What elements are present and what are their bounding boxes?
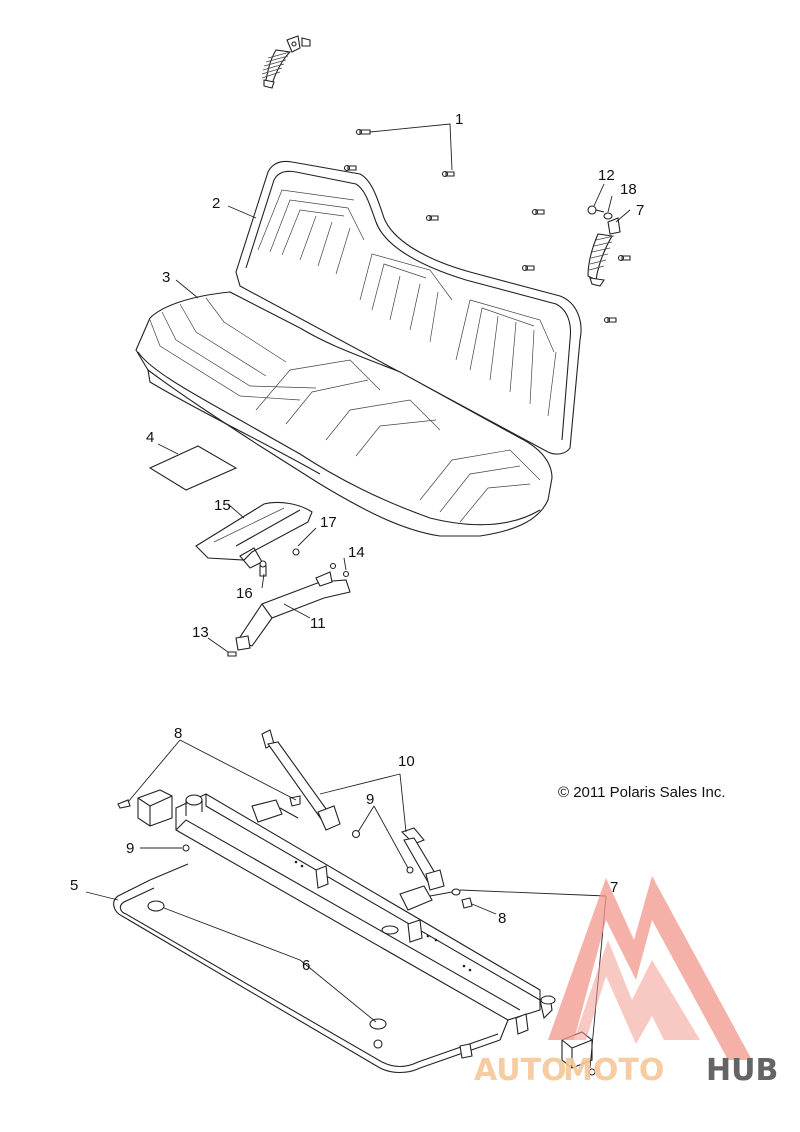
watermark-moto: MOTO <box>563 1053 664 1088</box>
watermark-triangle-outer <box>548 876 752 1060</box>
callout-15: 15 <box>214 497 231 514</box>
callout-13: 13 <box>192 624 209 641</box>
seat-cushion <box>135 291 553 537</box>
callout-9-left: 9 <box>126 840 134 857</box>
callout-17: 17 <box>320 514 337 531</box>
copyright-notice: © 2011 Polaris Sales Inc. <box>558 784 726 801</box>
watermark-triangle-inner <box>574 940 700 1044</box>
callout-5: 5 <box>70 877 78 894</box>
autmotohub-watermark: AUTO MOTO HUB <box>474 876 778 1088</box>
leader-lines <box>85 123 631 1069</box>
seat-belt-left-buckle <box>117 789 190 852</box>
seat-spring-right <box>587 205 621 287</box>
watermark-auto: AUTO <box>474 1053 567 1088</box>
callout-numbers: 1 2 3 4 5 6 7 7 8 8 9 9 10 11 12 13 14 1… <box>70 111 644 974</box>
bolts-group-1 <box>343 128 631 324</box>
callout-14: 14 <box>348 544 365 561</box>
callout-2: 2 <box>212 195 220 212</box>
seat-belt-center <box>251 729 361 839</box>
seat-bracket <box>195 501 313 577</box>
callout-7-upper: 7 <box>636 202 644 219</box>
decal-label <box>148 445 238 491</box>
callout-12: 12 <box>598 167 615 184</box>
seat-crossbar <box>175 793 556 1035</box>
callout-1: 1 <box>455 111 463 128</box>
seat-frame <box>113 863 509 1074</box>
callout-10: 10 <box>398 753 415 770</box>
callout-11: 11 <box>310 615 326 632</box>
callout-4: 4 <box>146 429 154 446</box>
seat-back <box>235 160 582 455</box>
callout-6: 6 <box>302 957 310 974</box>
callout-18: 18 <box>620 181 637 198</box>
watermark-hub: HUB <box>706 1053 778 1088</box>
seat-support-arm <box>227 562 351 657</box>
callout-7-lower: 7 <box>610 879 618 896</box>
callout-9-center: 9 <box>366 791 374 808</box>
callout-8-right: 8 <box>498 910 506 927</box>
seat-spring-top <box>261 35 311 89</box>
callout-16: 16 <box>236 585 253 602</box>
callout-3: 3 <box>162 269 170 286</box>
seat-belt-right <box>399 827 473 911</box>
callout-8-left: 8 <box>174 725 182 742</box>
